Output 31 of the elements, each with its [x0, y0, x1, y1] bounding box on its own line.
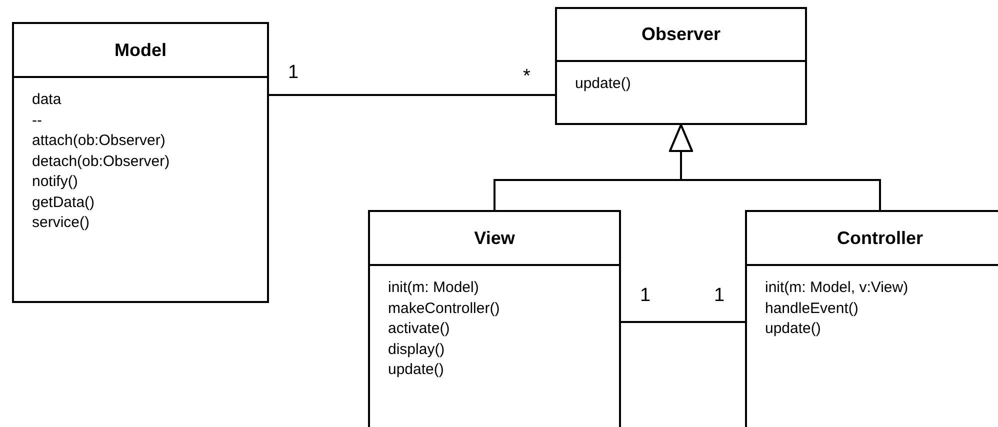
class-member: -- — [32, 110, 42, 130]
class-member: init(m: Model, v:View) — [765, 278, 908, 298]
class-member: getData() — [32, 192, 95, 212]
class-name: View — [474, 228, 515, 248]
class-member: activate() — [388, 319, 450, 339]
class-name: Controller — [836, 228, 923, 248]
class-member: makeController() — [388, 298, 500, 318]
class-box — [12, 22, 269, 303]
class-member: update() — [765, 319, 821, 339]
class-name: Model — [114, 40, 166, 60]
multiplicity-label: 1 — [640, 285, 651, 307]
generalization-arrow — [669, 124, 881, 210]
class-member: detach(ob:Observer) — [32, 152, 170, 172]
class-box — [745, 210, 998, 427]
multiplicity-label: 1 — [288, 62, 299, 84]
class-member: handleEvent() — [765, 298, 858, 318]
class-box — [368, 210, 621, 427]
class-member: data — [32, 90, 62, 110]
class-member: init(m: Model) — [388, 278, 479, 298]
class-member: attach(ob:Observer) — [32, 131, 166, 151]
multiplicity-label: 1 — [714, 285, 725, 307]
association-line — [621, 321, 745, 323]
class-member: notify() — [32, 172, 78, 192]
class-member: update() — [388, 360, 444, 380]
class-name: Observer — [641, 24, 721, 45]
multiplicity-label: * — [523, 66, 530, 88]
class-member: service() — [32, 213, 90, 233]
class-box — [555, 7, 807, 125]
association-line — [269, 94, 555, 96]
class-member: display() — [388, 340, 445, 360]
class-member: update() — [575, 74, 631, 94]
